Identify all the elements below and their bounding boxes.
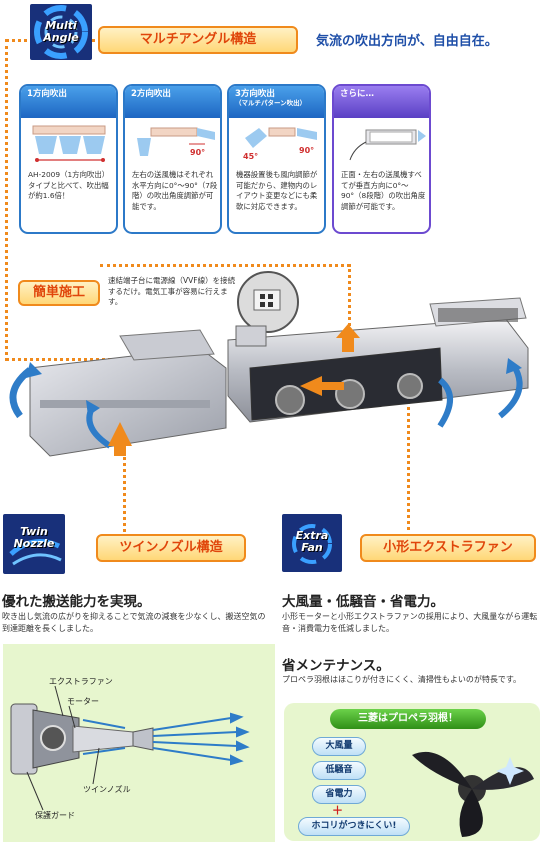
guide-line [407, 390, 410, 530]
install-description: 速結端子台に電源線（VVF線）を接続するだけ。電気工事が容易に行えます。 [108, 276, 236, 306]
guide-line [100, 264, 350, 267]
twin-headline: 優れた搬送能力を実現。 [2, 594, 151, 610]
badge-label: Multi Angle [43, 19, 79, 44]
propeller-panel: 三菱はプロペラ羽根！ 大風量 低騒音 省電力 ＋ ホコリがつきにくい! [284, 703, 540, 841]
two-direction-illustration [137, 127, 215, 156]
card-one-direction: 1方向吹出 AH-2009（1方向吹出）タイプと比べて、吹出幅が約1.6倍！ [19, 84, 118, 234]
card-text: 機器設置後も風向調節が可能だから、建物内のレイアウト変更などにも柔軟に対応できま… [236, 170, 318, 211]
one-direction-illustration [32, 125, 106, 162]
twin-nozzle-badge: Twin Nozzle [3, 514, 65, 574]
bubble-power-saving: 省電力 [312, 785, 366, 804]
angle-label: 45° [243, 152, 259, 161]
guide-line [123, 440, 126, 543]
card-header: 1方向吹出 [21, 86, 116, 118]
extra-fan-pill: 小形エクストラファン [360, 534, 536, 562]
nozzle-label: ツインノズル [83, 785, 131, 794]
bubble-high-airflow: 大風量 [312, 737, 366, 756]
card-header: 2方向吹出 [125, 86, 220, 118]
propeller-icon [412, 751, 534, 837]
card-header: さらに… [334, 86, 429, 118]
twin-nozzle-diagram: エクストラファン モーター ツインノズル 保護ガード [3, 644, 275, 842]
fan-headline-2: 省メンテナンス。 [282, 658, 390, 674]
card-text: AH-2009（1方向吹出）タイプと比べて、吹出幅が約1.6倍！ [28, 170, 110, 201]
fan-icon [292, 524, 332, 564]
guide-line [5, 358, 155, 361]
plus-sign: ＋ [332, 804, 343, 817]
guide-line [5, 39, 8, 361]
fan-headline-1: 大風量・低騒音・省電力。 [282, 594, 444, 610]
card-subheader: （マルチパターン吹出） [235, 98, 307, 107]
angle-label: 90° [190, 148, 206, 157]
propeller-banner: 三菱はプロペラ羽根！ [330, 709, 486, 729]
card-furthermore: さらに… 正面・左右の送風機すべてが垂直方向に0°〜90°（8段階）の吹出角度調… [332, 84, 431, 234]
multi-angle-badge: Multi Angle [30, 4, 92, 60]
card-text: 正面・左右の送風機すべてが垂直方向に0°〜90°（8段階）の吹出角度調節が可能で… [341, 170, 426, 211]
swirl-icon [34, 5, 88, 59]
angle-label: 90° [299, 146, 315, 155]
fan-label: エクストラファン [49, 677, 113, 686]
badge-label: Extra Fan [295, 529, 329, 554]
card-three-direction: 3方向吹出 （マルチパターン吹出） 45° 90° 機器設置後も風向調節が可能だ… [227, 84, 326, 234]
card-header: 3方向吹出 [235, 89, 275, 99]
extra-fan-badge: Extra Fan [282, 514, 342, 572]
motor-label: モーター [67, 697, 99, 706]
guard-label: 保護ガード [35, 811, 75, 820]
three-direction-illustration [245, 127, 317, 148]
badge-label: Twin Nozzle [13, 525, 55, 550]
air-curtain-unit-illustration [9, 297, 529, 457]
nozzle-cross-section [10, 685, 250, 811]
card-two-direction: 2方向吹出 90° 左右の送風機はそれぞれ水平方向に0°〜90°（7段階）の吹出… [123, 84, 222, 234]
twin-description: 吹き出し気流の広がりを抑えることで気流の減衰を少なくし、搬送空気の到達距離を長く… [2, 612, 266, 634]
bubble-low-noise: 低騒音 [312, 761, 366, 780]
bubble-dust-resistant: ホコリがつきにくい! [298, 817, 410, 836]
card-text: 左右の送風機はそれぞれ水平方向に0°〜90°（7段階）の吹出角度調節が可能です。 [132, 170, 218, 211]
twin-nozzle-pill: ツインノズル構造 [96, 534, 246, 562]
card-header-wrap: 3方向吹出 （マルチパターン吹出） [229, 86, 324, 118]
fan-description-1: 小形モーターと小形エクストラファンの採用により、大風量ながら運転音・消費電力を低… [282, 612, 538, 634]
multi-angle-pill: マルチアングル構造 [98, 26, 298, 54]
guide-line [348, 264, 351, 326]
vertical-adjust-illustration [349, 129, 426, 161]
fan-description-2: プロペラ羽根はほこりが付きにくく、清掃性もよいのが特長です。 [282, 675, 522, 684]
wind-icon [9, 539, 62, 566]
terminal-closeup [237, 271, 299, 333]
top-headline: 気流の吹出方向が、自由自在。 [316, 34, 498, 49]
easy-install-pill: 簡単施工 [18, 280, 100, 306]
